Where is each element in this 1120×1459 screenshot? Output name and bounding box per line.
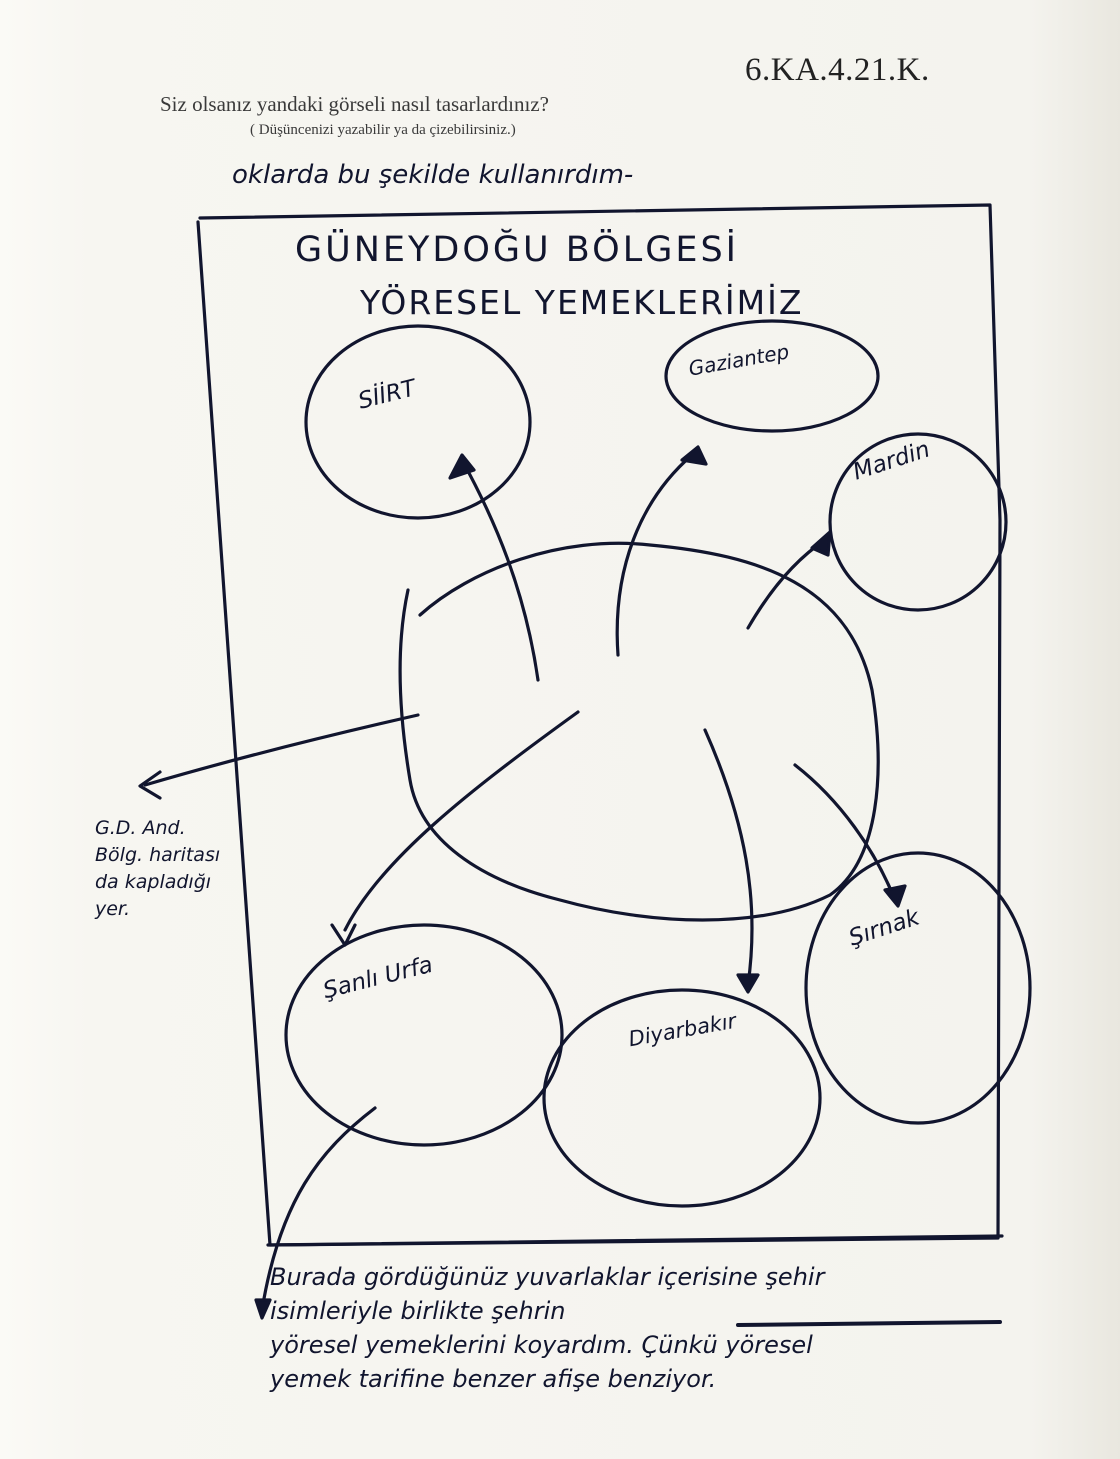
drawing-frame — [196, 203, 1002, 1247]
arrow-to-gaziantep — [615, 453, 694, 657]
frame-bottom-line — [266, 1234, 1004, 1247]
side-note-line: G.D. And. — [95, 817, 186, 839]
region-outline — [398, 541, 880, 922]
arrowhead-bottom-note — [254, 1298, 272, 1320]
arrow-to-siirt — [460, 458, 540, 682]
side-note-line: Bölg. haritası — [95, 844, 221, 866]
question-text: Siz olsanız yandaki görseli nasıl tasarl… — [160, 92, 549, 116]
handwritten-answer: oklarda bu şekilde kullanırdım- — [232, 160, 634, 190]
circle-diyarbakir — [542, 988, 822, 1208]
bottom-note-line: yöresel yemeklerini koyardım. Çünkü yöre… — [270, 1331, 813, 1359]
circle-gaziantep — [664, 319, 880, 433]
bottom-note: Burada gördüğünüz yuvarlaklar içerisine … — [270, 1260, 1070, 1396]
arrow-to-side-note — [143, 713, 420, 787]
arrow-to-mardin — [746, 538, 827, 630]
question-hint: ( Düşüncenizi yazabilir ya da çizebilirs… — [250, 122, 516, 138]
arrowhead-sanliurfa — [330, 923, 357, 947]
side-note: G.D. And. Bölg. haritası da kapladığı ye… — [95, 815, 270, 923]
strike-through-mark — [736, 1320, 1002, 1327]
circle-sirnak — [804, 851, 1032, 1125]
arrow-to-sanliurfa — [343, 710, 580, 932]
arrowhead-gaziantep — [680, 445, 708, 466]
drawing-title-line2: YÖRESEL YEMEKLERİMİZ — [360, 283, 804, 322]
arrow-to-sirnak — [793, 763, 897, 902]
circle-sanliurfa — [284, 923, 564, 1147]
arrowhead-diyarbakir — [736, 973, 760, 994]
circle-mardin — [828, 432, 1008, 612]
side-note-line: da kapladığı — [95, 871, 212, 893]
bottom-note-line: yemek tarifine benzer afişe benziyor. — [270, 1365, 717, 1393]
arrowhead-sirnak — [883, 884, 907, 908]
drawing-title-line1: GÜNEYDOĞU BÖLGESİ — [295, 230, 739, 270]
arrowhead-side-note — [138, 770, 162, 800]
bottom-note-line: Burada gördüğünüz yuvarlaklar içerisine … — [270, 1263, 825, 1291]
arrowhead-siirt — [448, 453, 476, 480]
bottom-note-line: isimleriyle birlikte şehrin — [270, 1297, 566, 1325]
arrow-to-diyarbakir — [703, 728, 754, 987]
arrow-to-bottom-note — [260, 1106, 377, 1312]
page-code: 6.KA.4.21.K. — [745, 52, 930, 88]
side-note-line: yer. — [95, 898, 131, 920]
circle-siirt — [304, 324, 532, 520]
arrowhead-mardin — [810, 530, 832, 557]
